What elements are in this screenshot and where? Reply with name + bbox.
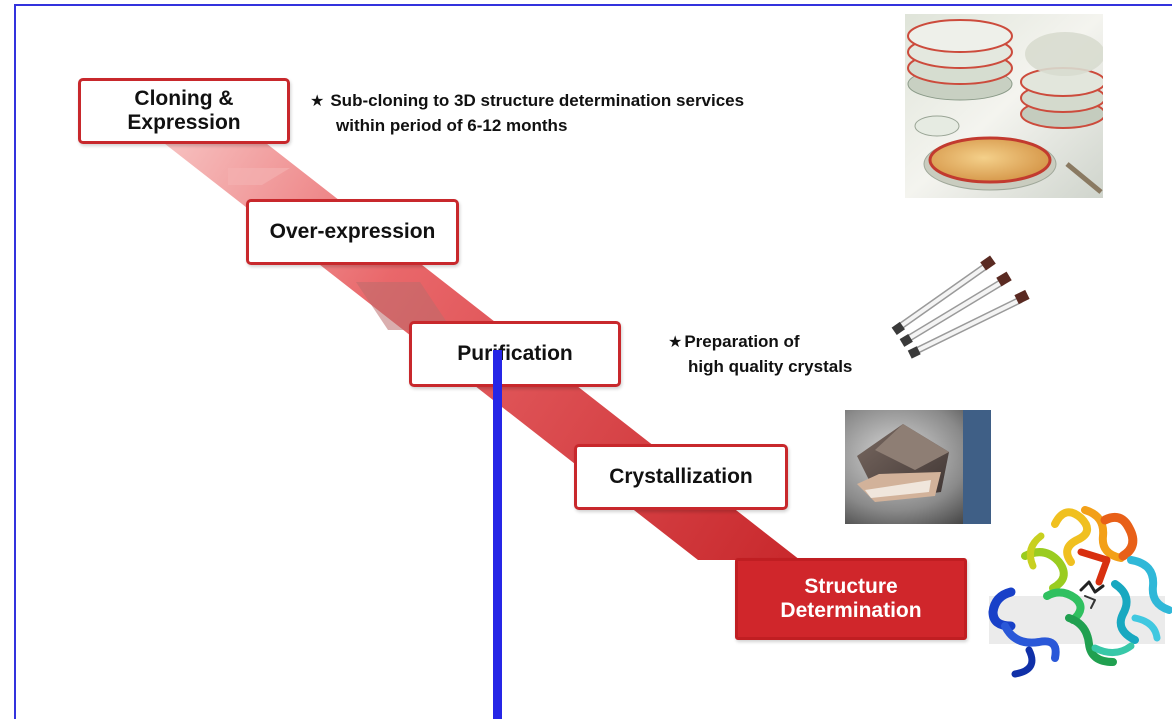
note-text: within period of 6-12 months: [336, 116, 568, 135]
step-label: Purification: [457, 342, 573, 365]
step-label-line: Expression: [127, 111, 241, 134]
protein-ribbon-structure-icon: [988, 506, 1172, 678]
step-structure-determination: Structure Determination: [735, 558, 967, 640]
step-over-expression: Over-expression: [246, 199, 459, 265]
services-note: ★ Sub-cloning to 3D structure determinati…: [310, 89, 744, 138]
pointer-line: [493, 350, 502, 719]
petri-dish-photo-icon: [905, 14, 1103, 198]
step-label-line: Structure: [804, 575, 898, 598]
step-label: Crystallization: [609, 465, 753, 488]
note-text: Sub-cloning to 3D structure determinatio…: [330, 91, 745, 110]
step-label-line: Cloning &: [134, 87, 234, 110]
frame-border: [14, 4, 1172, 719]
note-text: high quality crystals: [688, 357, 853, 376]
crystals-note: ★Preparation of high quality crystals: [668, 330, 852, 379]
step-cloning-expression: Cloning & Expression: [78, 78, 290, 144]
star-icon: ★: [310, 93, 325, 110]
step-label: Over-expression: [269, 220, 436, 243]
note-text: Preparation of: [684, 332, 800, 351]
band-shade: [228, 168, 290, 185]
step-crystallization: Crystallization: [574, 444, 788, 510]
protein-crystal-photo-icon: [845, 410, 991, 524]
step-purification: Purification: [409, 321, 621, 387]
step-label-line: Determination: [780, 599, 922, 622]
star-icon: ★: [668, 334, 683, 351]
band-shade: [356, 282, 452, 330]
crystal-capillary-tubes-icon: [891, 255, 1030, 359]
